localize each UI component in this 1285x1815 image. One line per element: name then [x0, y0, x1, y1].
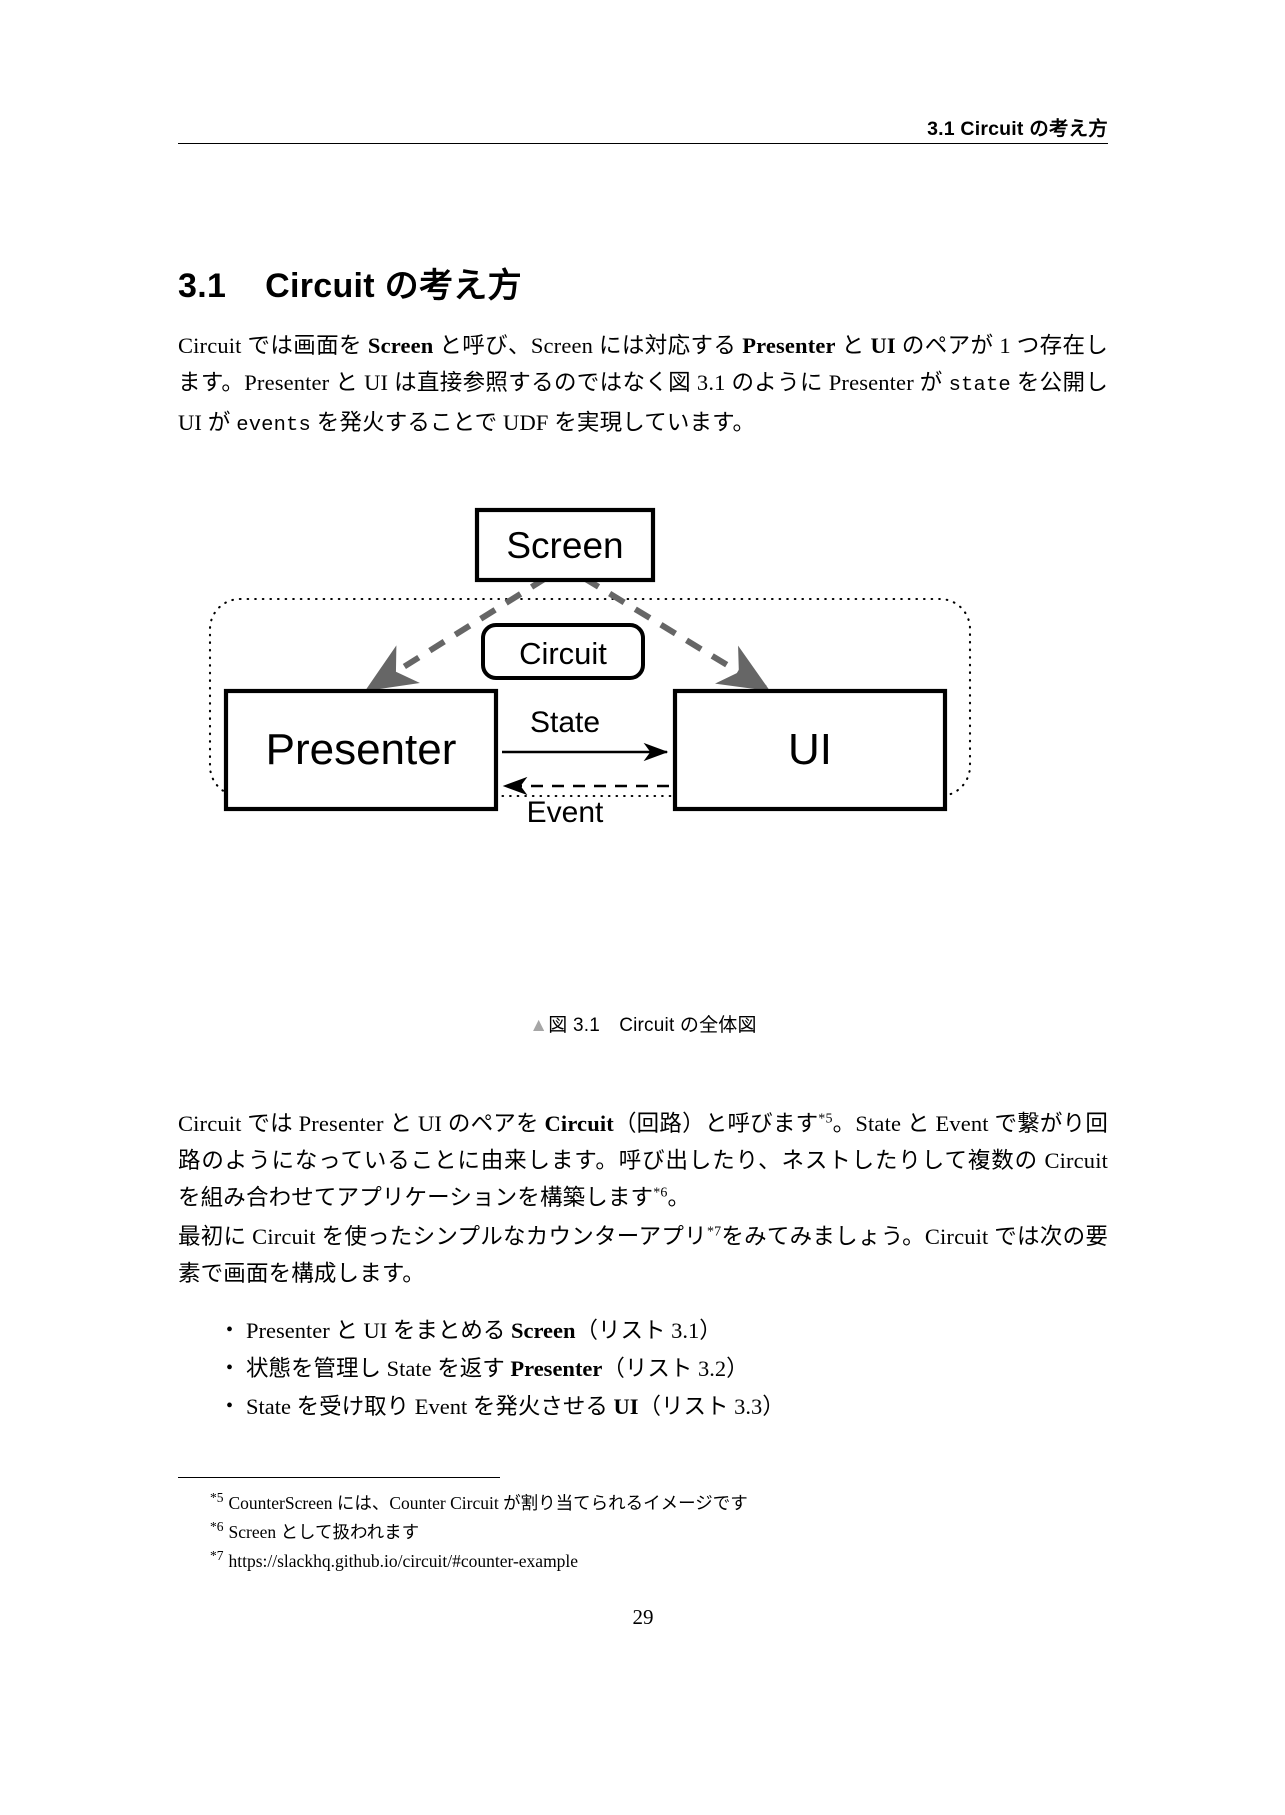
p3-text-1: 最初に Circuit を使ったシンプルなカウンターアプリ [178, 1224, 707, 1249]
p2-footnote-ref-6[interactable]: *6 [653, 1185, 668, 1201]
p3-footnote-ref-7[interactable]: *7 [706, 1224, 722, 1240]
list-item: 状態を管理し State を返す Presenter（リスト 3.2） [178, 1349, 1108, 1388]
p2-text-4: 。 [667, 1185, 691, 1210]
footnote-text: CounterScreen には、Counter Circuit が割り当てられ… [228, 1493, 748, 1513]
node-ui-box [672, 688, 948, 812]
paragraph-intro: Circuit では画面を Screen と呼び、Screen には対応する P… [178, 327, 1108, 444]
p1-text-3: と [835, 333, 871, 358]
element-list: Presenter と UI をまとめる Screen（リスト 3.1） 状態を… [178, 1311, 1108, 1426]
p1-text-4: のペアが 1 つ存在します。Presenter と UI は直接参照するのではな… [178, 333, 1108, 395]
footnote-marker: *6 [210, 1519, 224, 1535]
node-presenter-label: Presenter [266, 725, 457, 774]
p2-text-3: 。State と Event で繋がり回路のようになっていることに由来します。呼… [178, 1111, 1114, 1210]
p2-text-2: （回路）と呼びます [613, 1111, 819, 1136]
caption-triangle-icon: ▲ [529, 1015, 549, 1036]
p1-text-2: と呼び、Screen には対応する [433, 333, 743, 358]
footnote-link[interactable]: https://slackhq.github.io/circuit/#count… [228, 1551, 579, 1571]
list-item-pre: Presenter と UI をまとめる [246, 1318, 511, 1343]
node-circuit-box [481, 623, 645, 680]
node-screen-label: Screen [506, 525, 623, 566]
page-title: 3.1 Circuit の考え方 [178, 267, 522, 305]
p1-code-state: state [948, 374, 1011, 397]
list-item-pre: 状態を管理し State を返す [246, 1356, 511, 1381]
page-number: 29 [632, 1605, 654, 1629]
footnote-text: Screen として扱われます [228, 1522, 420, 1542]
p1-text-5: を公開し UI が [178, 370, 1114, 435]
list-item-post: （リスト 3.3） [638, 1394, 785, 1419]
footnote-rule [178, 1477, 500, 1478]
node-circuit-label: Circuit [519, 636, 607, 671]
p1-code-events: events [236, 414, 311, 437]
p1-text-6: を発火することで UDF を実現しています。 [310, 410, 756, 435]
list-item: State を受け取り Event を発火させる UI（リスト 3.3） [178, 1387, 1108, 1426]
list-item: Presenter と UI をまとめる Screen（リスト 3.1） [178, 1311, 1108, 1350]
p3-text-2: をみてみましょう。Circuit では次の要素で画面を構成します。 [178, 1224, 1108, 1286]
list-item-post: （リスト 3.1） [575, 1318, 722, 1343]
figure-caption: ▲図 3.1 Circuit の全体図 [178, 1010, 1108, 1037]
list-item-bold: Presenter [510, 1356, 603, 1381]
paragraph-counter-app: 最初に Circuit を使ったシンプルなカウンターアプリ*7をみてみましょう。… [178, 1218, 1108, 1292]
paragraph-circuit-pair: Circuit では Presenter と UI のペアを Circuit（回… [178, 1105, 1108, 1216]
figure-circuit-overview: Screen Presenter UI Circuit State Event [178, 500, 1108, 900]
header-rule [178, 143, 1108, 144]
p2-bold-circuit: Circuit [544, 1111, 614, 1136]
p1-bold-presenter: Presenter [742, 333, 836, 358]
p1-bold-ui: UI [870, 333, 896, 358]
node-screen-box [474, 507, 656, 583]
p2-text-1: Circuit では Presenter と UI のペアを [178, 1111, 545, 1136]
list-item-bold: UI [613, 1394, 639, 1419]
node-ui-label: UI [788, 725, 832, 774]
p2-footnote-ref-5[interactable]: *5 [818, 1111, 833, 1127]
list-item-pre: State を受け取り Event を発火させる [246, 1394, 614, 1419]
edge-event-label: Event [527, 796, 604, 829]
edge-state-label: State [530, 706, 600, 739]
caption-text: 図 3.1 Circuit の全体図 [548, 1015, 757, 1036]
edge-screen-to-ui [582, 575, 771, 692]
p1-text-1: Circuit では画面を [178, 333, 368, 358]
footnote-marker: *7 [210, 1548, 224, 1564]
list-item-post: （リスト 3.2） [602, 1356, 749, 1381]
p1-bold-screen: Screen [367, 333, 434, 358]
node-presenter-box [223, 688, 499, 812]
running-header: 3.1 Circuit の考え方 [927, 118, 1108, 140]
list-item-bold: Screen [510, 1318, 576, 1343]
edge-screen-to-presenter [364, 575, 548, 692]
footnote-marker: *5 [210, 1490, 224, 1506]
